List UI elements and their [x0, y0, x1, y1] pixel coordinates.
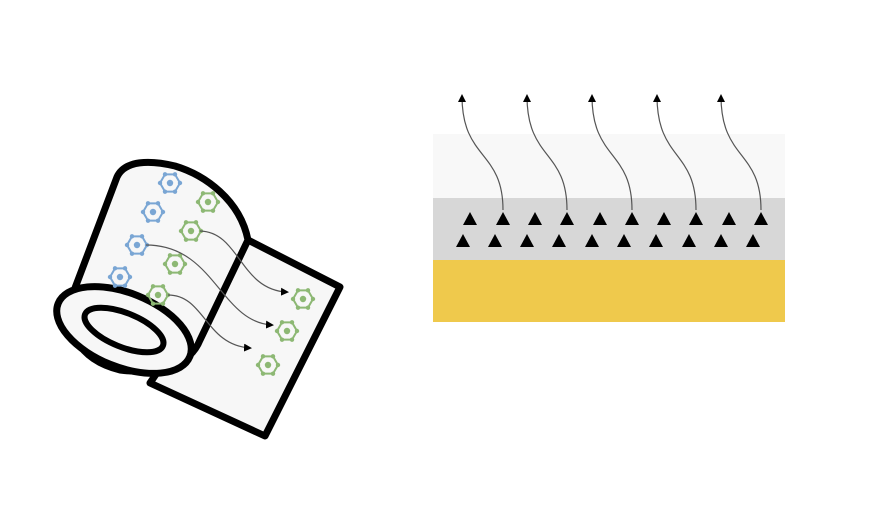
- roll-release-arrows: [145, 230, 289, 352]
- triangle-particle-icon: [689, 212, 703, 225]
- top-layer: [433, 134, 785, 198]
- triangle-particle-icon: [456, 234, 470, 247]
- triangle-particle-icon: [649, 234, 663, 247]
- triangle-particle-icon: [714, 234, 728, 247]
- triangle-particle-icon: [754, 212, 768, 225]
- triangle-particle-icon: [585, 234, 599, 247]
- molecule-icon: [107, 266, 133, 288]
- molecule-icon: [255, 354, 281, 376]
- release-arrow: [199, 230, 289, 296]
- triangle-particle-icon: [488, 234, 502, 247]
- triangle-particle-icon: [520, 234, 534, 247]
- molecule-icon: [274, 320, 300, 342]
- triangle-particle-icon: [560, 212, 574, 225]
- bottom-layer: [433, 260, 785, 322]
- triangle-particle-icon: [593, 212, 607, 225]
- triangle-particle-icon: [552, 234, 566, 247]
- triangle-particle-icon: [722, 212, 736, 225]
- triangle-particle-icon: [617, 234, 631, 247]
- triangle-particle-icon: [528, 212, 542, 225]
- release-arrow: [653, 94, 697, 211]
- release-arrow: [523, 94, 568, 211]
- release-arrow: [458, 94, 504, 211]
- molecule-icon: [290, 288, 316, 310]
- molecule-icon: [162, 253, 188, 275]
- layer-stack: [433, 134, 785, 322]
- release-arrow: [145, 244, 274, 329]
- release-arrow: [167, 294, 252, 352]
- molecule-icon: [145, 284, 171, 306]
- triangle-particle-icon: [496, 212, 510, 225]
- molecule-icon: [157, 172, 183, 194]
- molecule-icon: [195, 191, 221, 213]
- triangle-particle-icon: [625, 212, 639, 225]
- triangle-particle-icon: [746, 234, 760, 247]
- molecule-icon: [140, 201, 166, 223]
- triangle-particle-icon: [463, 212, 477, 225]
- roll-core: [81, 304, 167, 356]
- triangle-particle-icon: [657, 212, 671, 225]
- triangle-particle-icon: [682, 234, 696, 247]
- layer-release-arrows: [458, 94, 762, 211]
- molecule-icon: [124, 234, 150, 256]
- particle-group: [456, 212, 768, 247]
- film-roll-icon: [53, 158, 344, 440]
- release-arrow: [717, 94, 762, 211]
- middle-layer: [433, 198, 785, 260]
- release-arrow: [588, 94, 633, 211]
